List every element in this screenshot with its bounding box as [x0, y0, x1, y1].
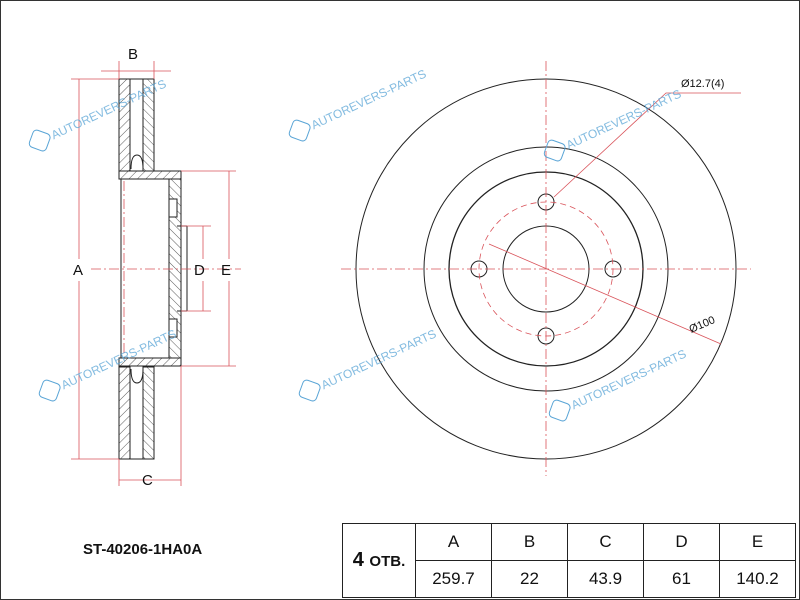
part-number: ST-40206-1HA0A	[83, 541, 203, 558]
dimensions-table: 4 ОТВ. A B C D E 259.7 22 43.9 61 140.2	[342, 523, 796, 598]
header-e: E	[719, 523, 796, 561]
dim-label-d: D	[194, 262, 205, 279]
dim-label-a: A	[73, 262, 83, 279]
header-d: D	[643, 523, 720, 561]
value-d: 61	[643, 560, 720, 598]
value-c: 43.9	[567, 560, 644, 598]
svg-text:AUTOREVERS-PARTS: AUTOREVERS-PARTS	[564, 87, 684, 153]
pcd-circle	[478, 201, 614, 337]
svg-text:AUTOREVERS-PARTS: AUTOREVERS-PARTS	[319, 327, 439, 393]
dim-label-e: E	[221, 262, 231, 279]
value-e: 140.2	[719, 560, 796, 598]
header-a: A	[415, 523, 492, 561]
dim-label-c: C	[142, 472, 153, 489]
front-centerlines	[341, 61, 751, 476]
header-b: B	[491, 523, 568, 561]
header-c: C	[567, 523, 644, 561]
holes-cell: 4 ОТВ.	[342, 523, 416, 598]
holes-count: 4	[352, 549, 364, 571]
cross-section-view	[118, 78, 188, 460]
value-b: 22	[491, 560, 568, 598]
dim-label-b: B	[128, 46, 138, 63]
pcd-callout: Ø100	[687, 314, 716, 336]
svg-text:AUTOREVERS-PARTS: AUTOREVERS-PARTS	[309, 67, 429, 133]
section-centerlines	[91, 181, 241, 356]
value-a: 259.7	[415, 560, 492, 598]
dimension-lines	[71, 61, 236, 486]
holes-label: ОТВ.	[369, 553, 406, 570]
bolt-hole-callout: Ø12.7(4)	[681, 78, 724, 90]
